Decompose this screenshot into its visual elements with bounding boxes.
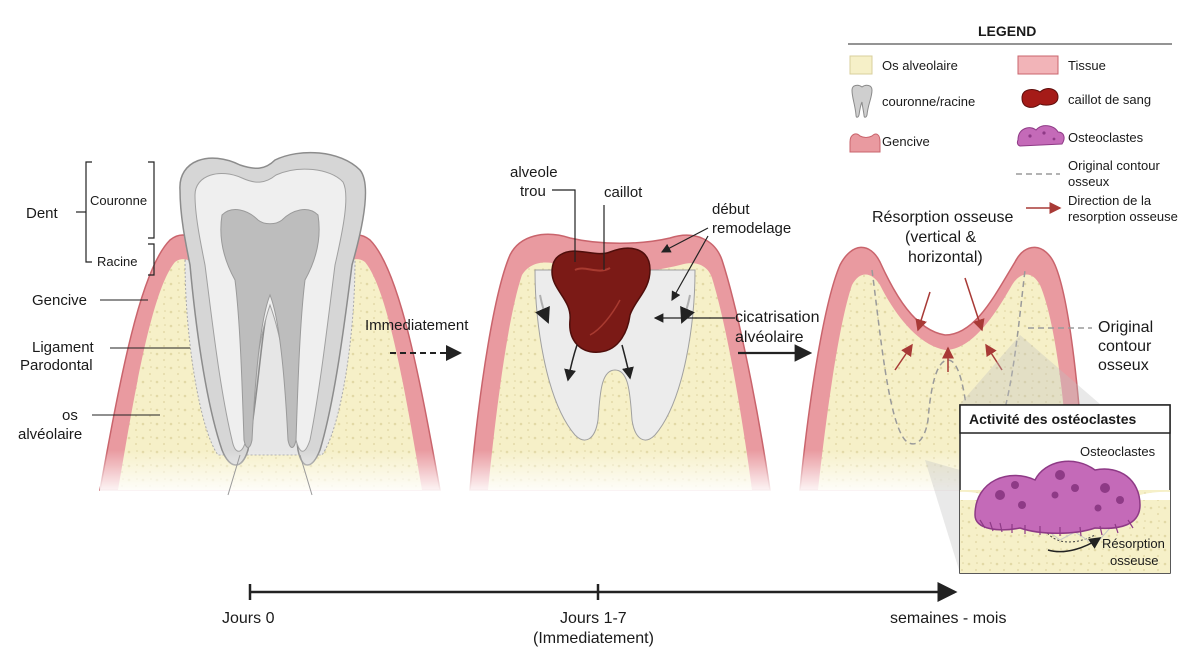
- legend-swatch-bone: [850, 56, 872, 74]
- label-cicatrisation-2: alvéolaire: [735, 329, 804, 346]
- label-gencive: Gencive: [32, 292, 87, 309]
- label-contour-3: osseux: [1098, 357, 1149, 374]
- timeline-label-t2: semaines - mois: [890, 610, 1006, 627]
- timeline-label-t1-2: (Immediatement): [533, 630, 654, 647]
- label-resorption-3: horizontal): [908, 249, 983, 266]
- inset-label-osteoclastes: Osteoclastes: [1080, 444, 1156, 459]
- label-contour-2: contour: [1098, 338, 1152, 355]
- label-racine: Racine: [97, 254, 137, 269]
- legend-tooth-icon: [852, 85, 872, 117]
- legend-gencive: Gencive: [882, 134, 930, 149]
- label-os-1: os: [62, 407, 78, 424]
- label-caillot: caillot: [604, 184, 643, 201]
- legend-os-alveolaire: Os alveolaire: [882, 58, 958, 73]
- inset-title: Activité des ostéoclastes: [969, 411, 1137, 427]
- label-dent: Dent: [26, 205, 59, 222]
- legend-caillot: caillot de sang: [1068, 92, 1151, 107]
- legend-gum-icon: [850, 134, 880, 152]
- timeline: Jours 0 Jours 1-7 (Immediatement) semain…: [222, 584, 1006, 647]
- legend-osteoclast-icon: [1017, 126, 1064, 146]
- label-cicatrisation-1: cicatrisation: [735, 309, 819, 326]
- label-contour-1: Original: [1098, 319, 1153, 336]
- label-alveole-2: trou: [520, 183, 546, 200]
- arrow-cicatrisation: cicatrisation alvéolaire: [735, 309, 819, 353]
- label-alveole-1: alveole: [510, 164, 558, 181]
- bracket-couronne: [148, 162, 154, 238]
- label-ligament-2: Parodontal: [20, 357, 93, 374]
- inset-label-resorption-1: Résorption: [1102, 536, 1165, 551]
- legend-swatch-tissue: [1018, 56, 1058, 74]
- label-resorption-1: Résorption osseuse: [872, 209, 1014, 226]
- legend-title: LEGEND: [978, 23, 1036, 39]
- label-resorption-2: (vertical &: [905, 229, 976, 246]
- label-ligament-1: Ligament: [32, 339, 95, 356]
- legend-clot-icon: [1022, 89, 1058, 108]
- label-couronne: Couronne: [90, 193, 147, 208]
- legend-contour-2: osseux: [1068, 174, 1110, 189]
- bracket-dent: [86, 162, 92, 262]
- legend-contour-1: Original contour: [1068, 158, 1160, 173]
- inset-label-resorption-2: osseuse: [1110, 553, 1158, 568]
- legend: LEGEND Os alveolaire couronne/racine Gen…: [848, 23, 1178, 224]
- timeline-label-t1-1: Jours 1-7: [560, 610, 627, 627]
- inset-osteoclast-activity: Activité des ostéoclastes Osteoclastes R…: [960, 405, 1170, 573]
- legend-osteoclastes: Osteoclastes: [1068, 130, 1144, 145]
- label-debut-1: début: [712, 201, 750, 218]
- legend-direction-2: resorption osseuse: [1068, 209, 1178, 224]
- legend-direction-1: Direction de la: [1068, 193, 1152, 208]
- label-immediatement: Immediatement: [365, 317, 469, 334]
- timeline-label-t0: Jours 0: [222, 610, 275, 627]
- label-debut-2: remodelage: [712, 220, 791, 237]
- legend-tissue: Tissue: [1068, 58, 1106, 73]
- label-os-2: alvéolaire: [18, 426, 82, 443]
- legend-couronne-racine: couronne/racine: [882, 94, 975, 109]
